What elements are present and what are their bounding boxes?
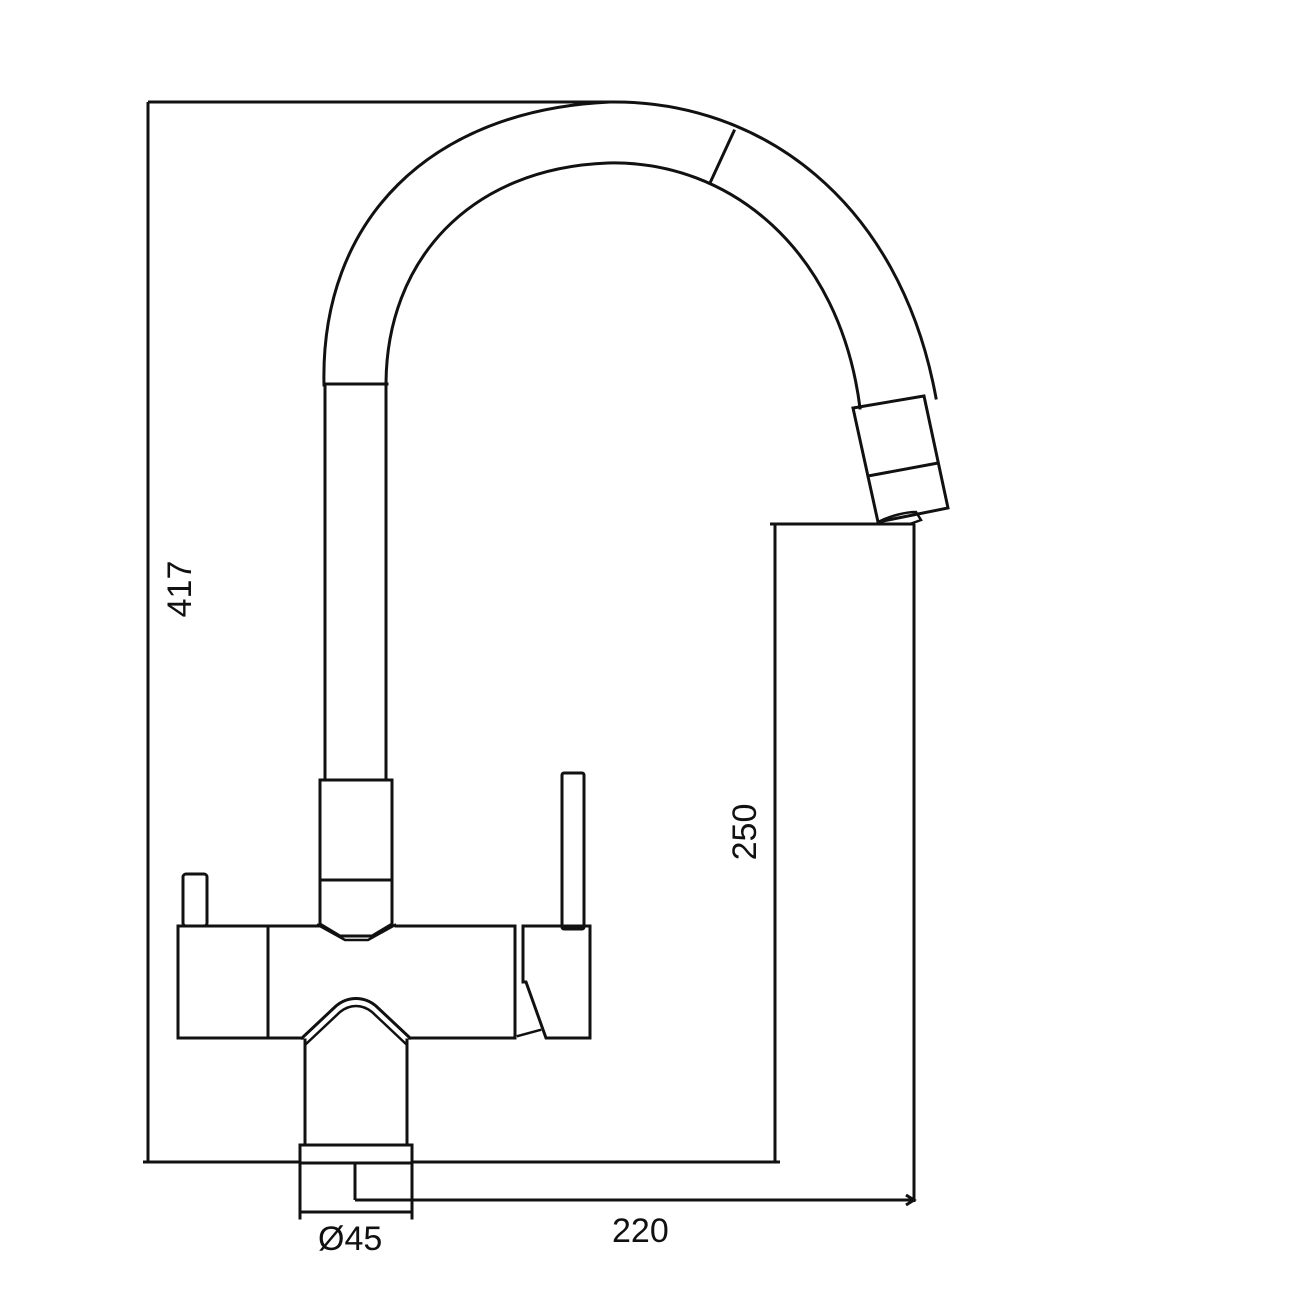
dimension-spout-reach: [353, 524, 917, 1207]
dimension-spout-height: [412, 522, 915, 1164]
aerator-head: [851, 394, 950, 526]
label-base-diameter: Ø45: [318, 1220, 383, 1258]
spout-column: [322, 382, 389, 782]
dimension-overall-height: [143, 100, 612, 1164]
right-handle-lever: [516, 771, 592, 1040]
valve-body: [176, 924, 517, 1046]
label-spout-reach: 220: [612, 1212, 669, 1250]
spout-joint-ring: [708, 129, 736, 185]
base-riser: [303, 1038, 409, 1147]
swivel-spout: [322, 100, 938, 410]
left-handle-lever: [181, 872, 209, 928]
label-overall-height: 417: [161, 560, 199, 618]
label-spout-height: 250: [726, 803, 764, 861]
column-collar: [316, 778, 397, 942]
